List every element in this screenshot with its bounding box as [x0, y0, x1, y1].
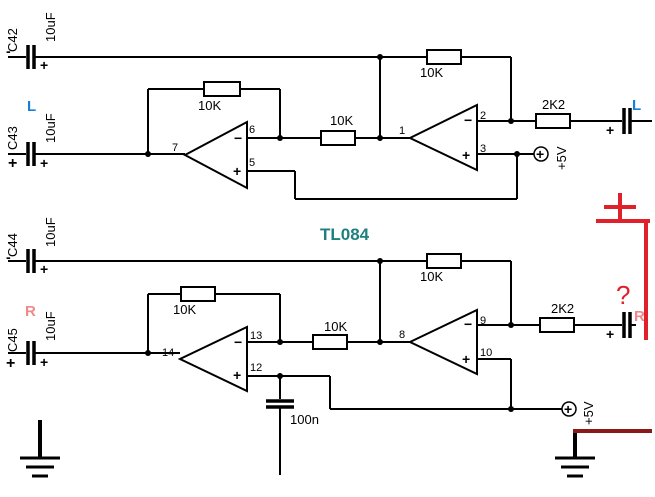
top-series-value: 10K [330, 113, 353, 128]
supply-bottom-plus-symbol: + [564, 401, 572, 417]
supply-top-plus-symbol: + [536, 146, 544, 162]
resistor-bottom-series [312, 334, 348, 350]
c45-pos-sign: + [6, 355, 15, 372]
pin-12: 12 [250, 362, 262, 374]
resistor-top-feedback-1 [203, 81, 241, 97]
annotation-question-mark: ? [616, 280, 630, 310]
supply-bottom-label: +5V [581, 401, 596, 425]
c44-value: 10uF [43, 217, 58, 247]
pin-6: 6 [249, 124, 255, 136]
pin-3: 3 [480, 143, 486, 155]
capacitor-c42 [8, 45, 380, 69]
c45-value: 10uF [43, 311, 58, 341]
bottom-feedback-2-value: 10K [420, 269, 443, 284]
top-feedback-1-value: 10K [198, 98, 221, 113]
top-output-value: 2K2 [542, 97, 565, 112]
resistor-top-feedback-2 [426, 49, 462, 65]
c42-pos-sign: + [40, 57, 48, 73]
pin-13: 13 [250, 330, 262, 342]
red-annotation: ? [596, 193, 650, 340]
pin-7: 7 [172, 142, 178, 154]
pin-2: 2 [480, 110, 486, 122]
opamp-3 [177, 325, 248, 393]
opamp-3-plus: + [233, 367, 241, 383]
pin-1: 1 [399, 125, 405, 137]
pin-10: 10 [480, 347, 492, 359]
c43-value: 10uF [43, 113, 58, 143]
opamp-2 [407, 103, 478, 172]
resistor-bottom-output [539, 317, 575, 333]
opamp-4 [407, 308, 478, 376]
ground-symbol-left [20, 420, 60, 478]
capacitor-c43 [8, 142, 185, 166]
c45-name: C45 [5, 328, 20, 352]
top-feedback-2-value: 10K [420, 65, 443, 80]
c42-neg-sign: - [6, 43, 11, 59]
top-channel: - + C42 10uF + + C43 10uF L 10K − + 7 6 … [5, 12, 652, 200]
c42-value: 10uF [43, 12, 58, 42]
out-top-pos-sign: + [606, 122, 614, 138]
c43-name: C43 [5, 126, 20, 150]
pin-5: 5 [249, 157, 255, 169]
bottom-series-value: 10K [324, 319, 347, 334]
opamp-1-minus: − [234, 130, 242, 146]
resistor-top-output [535, 113, 571, 129]
supply-top-label: +5V [554, 146, 569, 170]
pin-9: 9 [480, 315, 486, 327]
opamp-4-plus: + [462, 351, 470, 367]
c42-name: C42 [5, 28, 20, 52]
pin-8: 8 [399, 329, 405, 341]
opamp-2-minus: − [464, 112, 472, 128]
c44-name: C44 [5, 233, 20, 257]
channel-label-r-input: R [25, 303, 36, 320]
c43-pos-sign-2: + [40, 155, 48, 171]
opamp-1-plus: + [233, 163, 241, 179]
opamp-3-minus: − [234, 334, 242, 350]
bottom-output-value: 2K2 [551, 301, 574, 316]
c45-pos-sign-2: + [40, 354, 48, 370]
pin-14: 14 [162, 347, 174, 359]
chip-label: TL084 [320, 225, 370, 244]
resistor-bottom-feedback-1 [180, 286, 216, 302]
channel-label-l-output: L [632, 97, 641, 114]
out-bottom-pos-sign: + [606, 326, 614, 342]
resistor-top-series [320, 130, 356, 146]
bottom-channel: - + C44 10uF + + C45 10uF R 10K − + 14 1… [5, 217, 645, 475]
opamp-2-plus: + [462, 147, 470, 163]
c44-pos-sign: + [40, 261, 48, 277]
channel-label-l-input: L [27, 98, 36, 115]
opamp-4-minus: − [464, 316, 472, 332]
decoupling-cap-value: 100n [290, 412, 319, 427]
opamp-1 [182, 120, 248, 190]
c43-pos-sign: + [8, 155, 17, 172]
ground-symbol-right [555, 432, 595, 478]
resistor-bottom-feedback-2 [426, 253, 462, 269]
bottom-feedback-1-value: 10K [173, 302, 196, 317]
c44-neg-sign: - [6, 249, 11, 265]
channel-label-r-output: R [634, 308, 645, 325]
